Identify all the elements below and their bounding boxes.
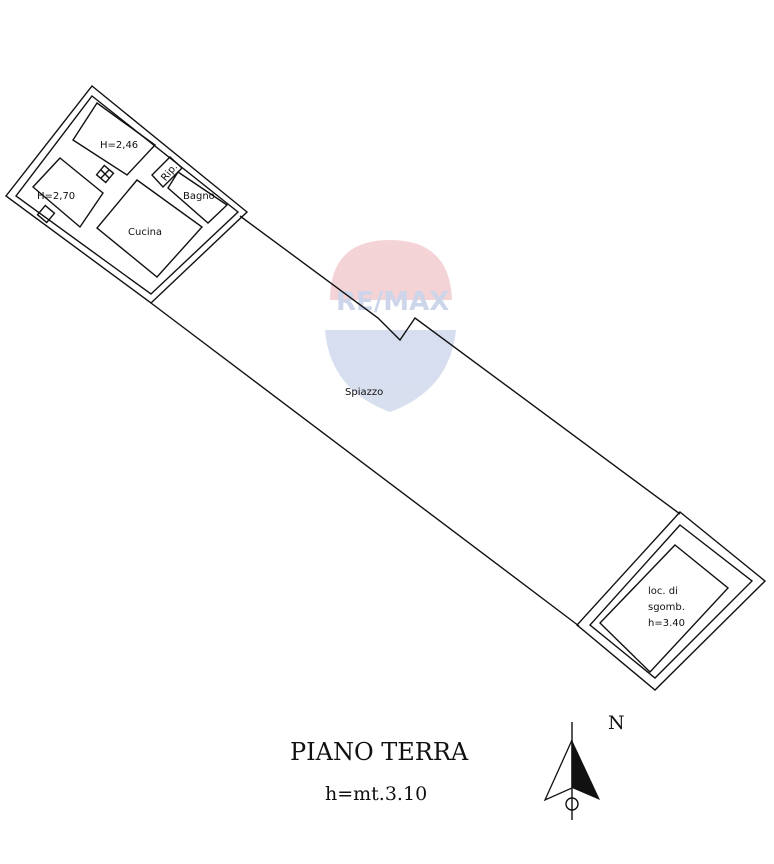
- label-storage-2: sgomb.: [648, 602, 685, 613]
- plan-height: h=mt.3.10: [325, 783, 427, 805]
- north-label: N: [608, 712, 625, 734]
- label-room-h246: H=2,46: [100, 140, 138, 151]
- storage-room: [599, 544, 730, 674]
- north-arrow-icon: [543, 722, 600, 820]
- svg-text:RE/MAX: RE/MAX: [336, 287, 449, 317]
- closet: [151, 156, 184, 189]
- label-yard: Spiazzo: [345, 387, 383, 398]
- kitchen: [96, 179, 204, 278]
- label-storage-1: loc. di: [648, 586, 678, 597]
- remax-watermark: RE/MAX: [325, 240, 456, 412]
- label-bathroom: Bagno: [183, 191, 215, 202]
- storage-building: [575, 511, 767, 691]
- bathroom: [167, 171, 229, 224]
- room-h270: [31, 157, 104, 229]
- label-storage-3: h=3.40: [648, 618, 685, 629]
- plan-title: PIANO TERRA: [290, 738, 469, 766]
- label-kitchen: Cucina: [128, 227, 162, 238]
- label-room-h270: H=2,70: [37, 191, 75, 202]
- main-building: [5, 85, 249, 304]
- yard: [150, 215, 681, 627]
- room-h246: [72, 102, 157, 176]
